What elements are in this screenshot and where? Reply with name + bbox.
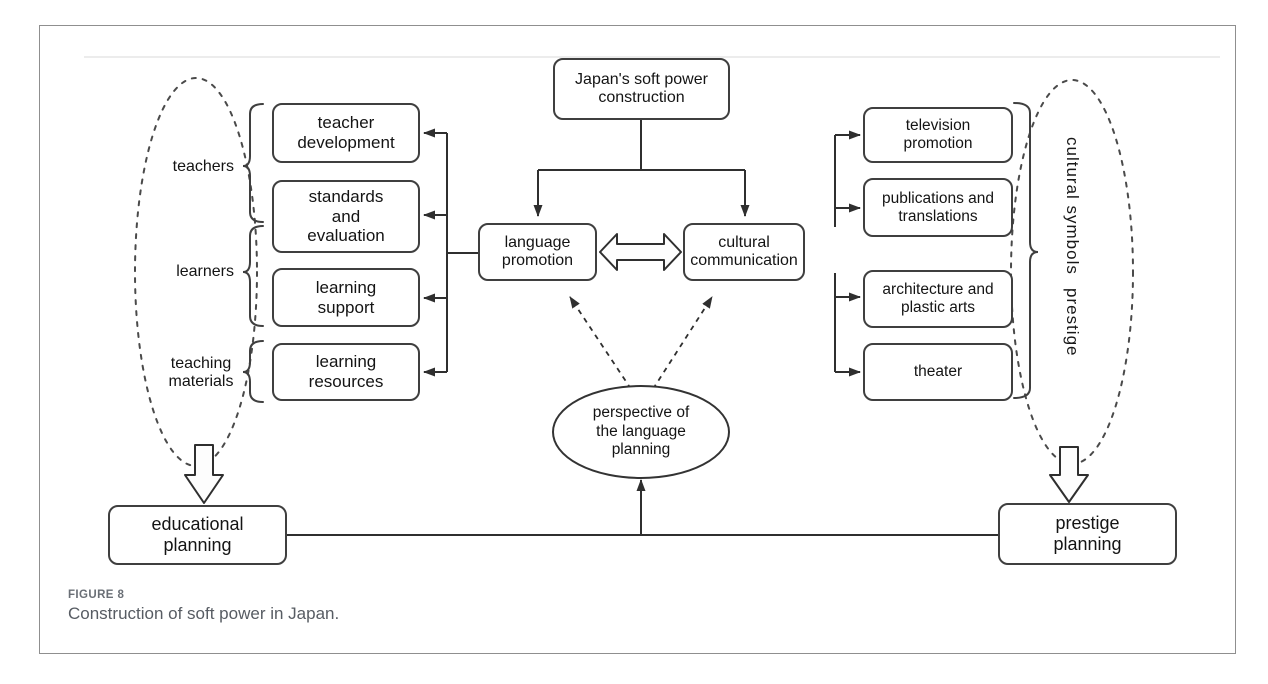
left-block-down-arrow-icon — [184, 444, 224, 504]
node-language-promotion: language promotion — [478, 223, 597, 281]
group-braces — [242, 102, 1039, 403]
node-architecture-and-plastic-arts: architecture and plastic arts — [863, 270, 1013, 328]
double-arrow-icon — [599, 233, 682, 271]
label-cultural-symbols: cultural symbols — [1063, 137, 1082, 275]
teachers-brace — [242, 103, 264, 223]
label-prestige: prestige — [1063, 288, 1082, 357]
right-group-brace — [1013, 102, 1039, 399]
cultural-communication-bus — [834, 130, 861, 377]
node-learning-resources: learning resources — [272, 343, 420, 401]
perspective-dashed-arrows — [569, 296, 713, 390]
planning-baseline-connector — [287, 479, 998, 536]
figure-caption: Construction of soft power in Japan. — [68, 604, 340, 623]
node-teacher-development: teacher development — [272, 103, 420, 163]
node-publications-and-translations: publications and translations — [863, 178, 1013, 237]
label-teaching-materials: teaching materials — [168, 355, 234, 391]
node-prestige-planning: prestige planning — [998, 503, 1177, 565]
label-learners: learners — [176, 263, 234, 280]
node-standards-and-evaluation: standards and evaluation — [272, 180, 420, 253]
figure-number-label: FIGURE 8 — [68, 589, 125, 601]
node-television-promotion: television promotion — [863, 107, 1013, 163]
node-educational-planning: educational planning — [108, 505, 287, 565]
left-dashed-ellipse — [134, 77, 258, 467]
learners-brace — [242, 225, 264, 327]
node-theater: theater — [863, 343, 1013, 401]
figure-top-rule — [84, 56, 1220, 58]
root-branch-connector — [533, 120, 750, 217]
node-perspective-of-language-planning: perspective of the language planning — [592, 404, 690, 459]
node-japans-soft-power-construction: Japan's soft power construction — [553, 58, 730, 120]
node-cultural-communication: cultural communication — [683, 223, 805, 281]
teaching-materials-brace — [242, 340, 264, 403]
right-block-down-arrow-icon — [1049, 446, 1089, 503]
language-promotion-bus — [423, 128, 478, 377]
perspective-ellipse — [552, 385, 730, 479]
label-teachers: teachers — [172, 158, 234, 175]
node-learning-support: learning support — [272, 268, 420, 327]
